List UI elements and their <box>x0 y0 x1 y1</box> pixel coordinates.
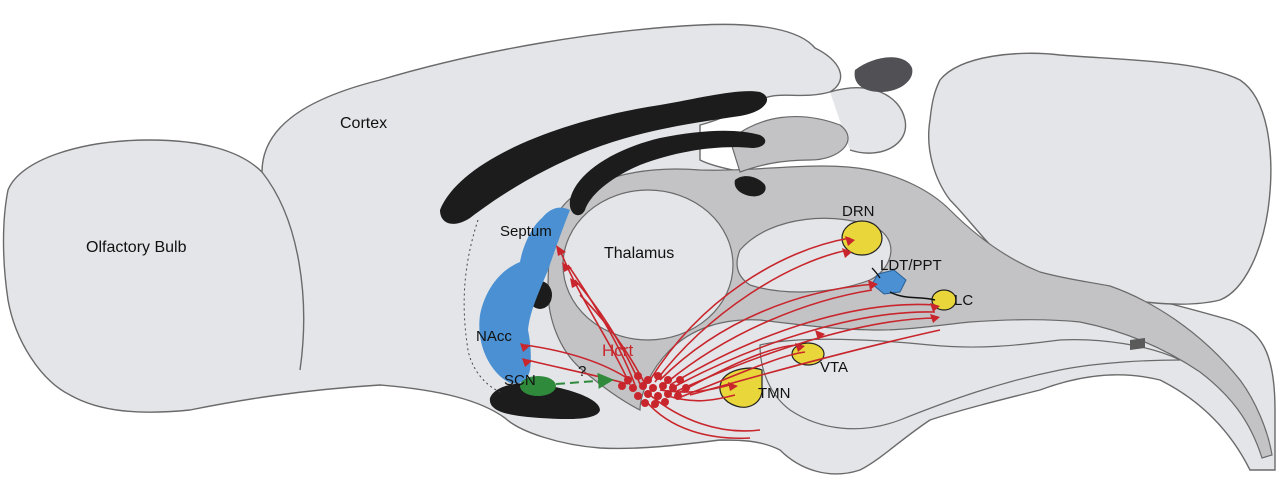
scn-region <box>520 376 556 396</box>
hcrt-projections <box>524 237 941 440</box>
label-olfactory-bulb: Olfactory Bulb <box>86 239 187 256</box>
label-septum: Septum <box>500 223 552 240</box>
label-ldt-ppt: LDT/PPT <box>880 257 942 274</box>
drn-nucleus <box>841 220 883 256</box>
blue-regions <box>479 207 907 384</box>
hcrt-cell-cluster <box>618 372 690 408</box>
label-vta: VTA <box>820 359 848 376</box>
septum-nacc-region <box>479 207 570 384</box>
label-hcrt: Hcrt <box>602 341 633 360</box>
pineal <box>854 57 913 92</box>
label-thalamus: Thalamus <box>604 245 674 262</box>
white-matter <box>440 91 768 420</box>
label-cortex: Cortex <box>340 115 387 132</box>
label-scn: SCN <box>504 372 536 389</box>
corpus-callosum <box>440 91 768 224</box>
pons-tissue <box>759 338 1181 430</box>
label-tmn: TMN <box>758 385 791 402</box>
thalamus-region <box>562 189 734 341</box>
label-question: ? <box>578 363 586 380</box>
label-drn: DRN <box>842 203 875 220</box>
cerebellum-outline <box>928 52 1272 305</box>
hcrt-terminals <box>520 236 940 391</box>
label-nacc: NAcc <box>476 328 512 345</box>
label-lc: LC <box>954 292 973 309</box>
scn-hcrt-arrow <box>555 372 614 389</box>
